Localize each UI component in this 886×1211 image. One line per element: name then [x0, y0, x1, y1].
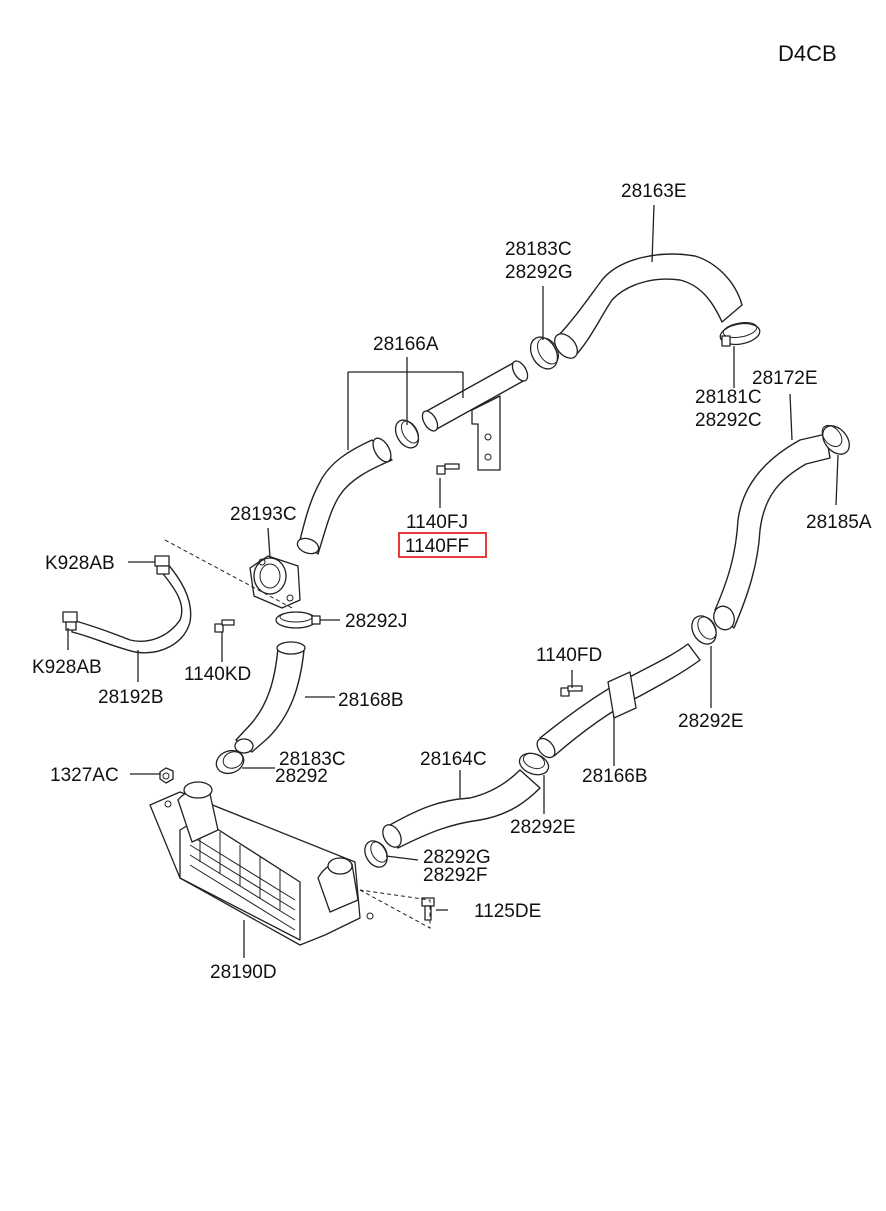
- label-28163E[interactable]: 28163E: [621, 181, 687, 202]
- label-1140KD[interactable]: 1140KD: [184, 664, 251, 685]
- diagram-code: D4CB: [778, 41, 837, 66]
- leader-lines: [67, 204, 839, 958]
- nut-1327AC[interactable]: [159, 767, 174, 784]
- hose-28164C[interactable]: [379, 769, 541, 850]
- clamp-28292G-bottom[interactable]: [360, 837, 391, 871]
- label-28172E[interactable]: 28172E: [752, 368, 818, 389]
- label-28292E-bottom[interactable]: 28292E: [510, 817, 576, 838]
- clamp-28183C-top[interactable]: [525, 332, 563, 373]
- label-28193C[interactable]: 28193C: [230, 504, 297, 525]
- label-1140FF[interactable]: 1140FF: [405, 536, 469, 557]
- label-1140FJ[interactable]: 1140FJ: [406, 512, 468, 533]
- hose-28172E[interactable]: [710, 433, 831, 633]
- label-28190D[interactable]: 28190D: [210, 962, 277, 983]
- label-28168B[interactable]: 28168B: [338, 690, 404, 711]
- label-28183C-top[interactable]: 28183C: [505, 239, 572, 260]
- label-28185A[interactable]: 28185A: [806, 512, 872, 533]
- label-28292G-top[interactable]: 28292G: [505, 262, 573, 283]
- label-28292G-bottom[interactable]: 28292G: [423, 847, 491, 868]
- clamp-28183C-mid[interactable]: [213, 747, 247, 777]
- label-28164C[interactable]: 28164C: [420, 749, 487, 770]
- clamp-28181C[interactable]: [719, 320, 762, 347]
- label-K928AB-bottom[interactable]: K928AB: [32, 657, 102, 678]
- intercooler-28190D[interactable]: [149, 781, 374, 946]
- pipe-28166B[interactable]: [534, 643, 701, 761]
- label-28166B[interactable]: 28166B: [582, 766, 648, 787]
- label-28181C[interactable]: 28181C: [695, 387, 762, 408]
- clamp-K928AB-bottom[interactable]: [62, 611, 78, 631]
- hose-28192B[interactable]: [71, 561, 192, 654]
- label-28292C[interactable]: 28292C: [695, 410, 762, 431]
- label-K928AB-top[interactable]: K928AB: [45, 553, 115, 574]
- label-28292E-right[interactable]: 28292E: [678, 711, 744, 732]
- hose-28163E[interactable]: [550, 253, 743, 362]
- label-28292-mid[interactable]: 28292: [275, 766, 328, 787]
- bolt-1125DE[interactable]: [421, 897, 435, 921]
- label-1140FD[interactable]: 1140FD: [536, 645, 602, 666]
- bolt-1140FJ[interactable]: [436, 463, 460, 475]
- hose-28168B[interactable]: [234, 641, 306, 754]
- clamp-K928AB-top[interactable]: [154, 555, 170, 575]
- label-28183C-mid[interactable]: 28183C: [279, 749, 346, 770]
- flange-28193C[interactable]: [249, 555, 301, 609]
- pipe-28166A[interactable]: [419, 358, 530, 471]
- clamp-28185A[interactable]: [817, 421, 854, 460]
- label-28192B[interactable]: 28192B: [98, 687, 164, 708]
- label-28292J[interactable]: 28292J: [345, 611, 407, 632]
- clamp-28292E-right[interactable]: [687, 612, 721, 649]
- bolt-1140FD[interactable]: [560, 685, 583, 697]
- highlight-box-1140FF: [398, 532, 487, 558]
- clamp-28292E-bottom[interactable]: [516, 749, 551, 778]
- clamp-28166A[interactable]: [391, 416, 423, 452]
- bolt-1140KD[interactable]: [214, 619, 235, 633]
- label-28292F[interactable]: 28292F: [423, 865, 487, 886]
- label-1327AC[interactable]: 1327AC: [50, 765, 119, 786]
- label-1125DE[interactable]: 1125DE: [474, 901, 541, 922]
- hose-upper-elbow[interactable]: [295, 435, 394, 556]
- clamp-28292J[interactable]: [275, 611, 321, 629]
- label-28166A[interactable]: 28166A: [373, 334, 439, 355]
